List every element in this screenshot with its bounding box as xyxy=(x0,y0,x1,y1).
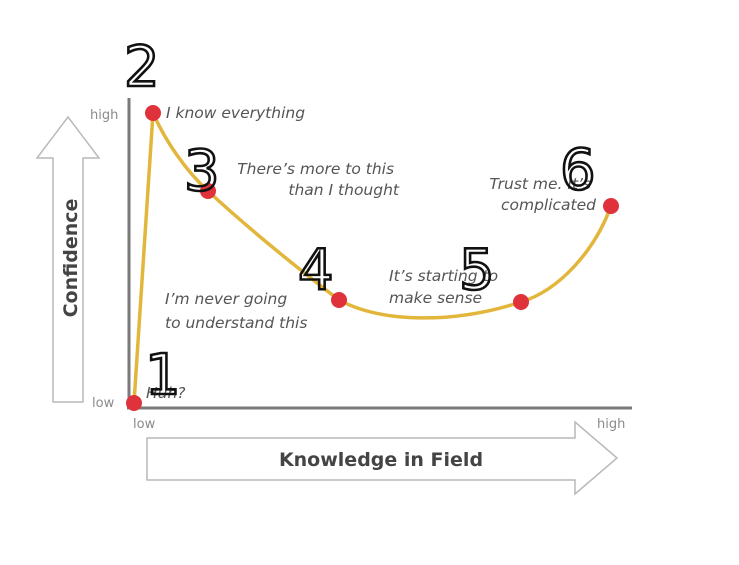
point-6-marker xyxy=(603,198,619,214)
point-6-label-line-1: Trust me. It’s xyxy=(489,175,591,193)
x-tick-low: low xyxy=(133,417,156,432)
point-5-label-line-2: make sense xyxy=(389,289,482,307)
y-axis-label: Confidence xyxy=(60,199,82,318)
handwritten-number-3: 3 xyxy=(184,139,220,204)
point-2-marker xyxy=(145,105,161,121)
point-2-label: I know everything xyxy=(166,104,305,122)
point-4-label-line-1: I’m never going xyxy=(165,290,287,308)
x-axis-label: Knowledge in Field xyxy=(279,449,483,471)
point-5-marker xyxy=(513,294,529,310)
handwritten-number-6: 6 xyxy=(560,138,596,203)
point-6-label: Trust me. It’s complicated xyxy=(489,175,596,214)
handwritten-number-2: 2 xyxy=(124,35,160,100)
point-3-marker xyxy=(200,183,216,199)
point-1-marker xyxy=(126,395,142,411)
point-6-label-line-2: complicated xyxy=(501,196,596,214)
y-tick-low: low xyxy=(92,396,115,411)
point-4-label-line-2: to understand this xyxy=(165,314,307,332)
handwritten-number-5: 5 xyxy=(459,238,495,303)
point-5-label: It’s starting to make sense xyxy=(389,267,503,307)
point-5-label-line-1: It’s starting to xyxy=(389,267,498,285)
point-4-marker xyxy=(331,292,347,308)
x-axis-arrow xyxy=(146,420,619,496)
x-tick-high: high xyxy=(597,417,625,432)
y-tick-high: high xyxy=(90,108,118,123)
y-axis-arrow xyxy=(35,115,101,403)
point-3-label-line-2: than I thought xyxy=(288,181,400,199)
point-1-label: Huh? xyxy=(146,384,186,402)
point-4-label: I’m never going to understand this xyxy=(165,290,307,332)
point-3-label-line-1: There’s more to this xyxy=(237,160,394,178)
point-3-label: There’s more to this than I thought xyxy=(237,160,400,199)
handwritten-number-4: 4 xyxy=(298,238,334,303)
handwritten-number-1: 1 xyxy=(145,343,181,408)
